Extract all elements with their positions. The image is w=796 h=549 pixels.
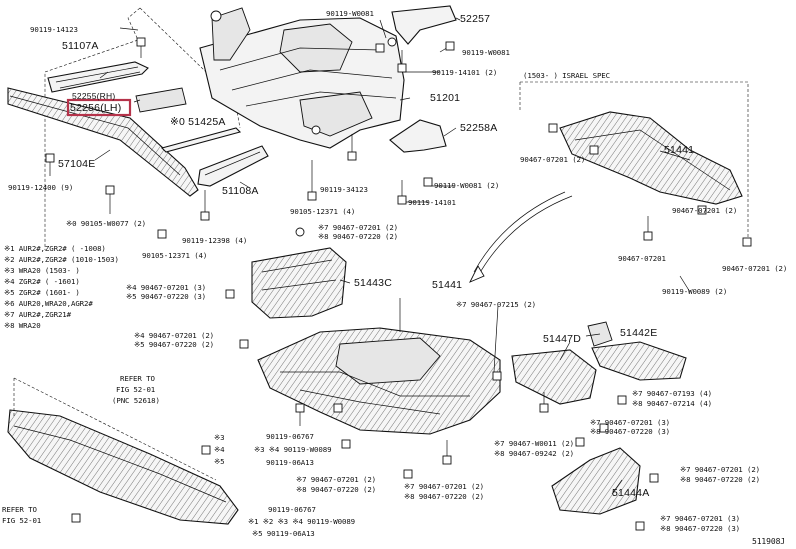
bolt-label[interactable]: 90119-06A13 bbox=[266, 458, 314, 467]
bolt-label[interactable]: ※8 90467-07220 (2) bbox=[318, 232, 399, 241]
part-52255 bbox=[135, 87, 187, 113]
label-52257[interactable]: 52257 bbox=[460, 13, 491, 25]
bolt-label[interactable]: 90105-12371 (4) bbox=[142, 251, 208, 260]
label-51443C[interactable]: 51443C bbox=[354, 277, 392, 289]
label-51442E[interactable]: 51442E bbox=[620, 327, 658, 339]
bolt-label[interactable]: 90119-06767 bbox=[266, 432, 314, 441]
part-51425A bbox=[160, 127, 242, 153]
part-51441-main bbox=[257, 327, 501, 435]
side-mark: ※4 bbox=[214, 445, 225, 454]
bolt-label[interactable]: 90119-12398 (4) bbox=[182, 236, 248, 245]
note-line: ※7 AUR2#,ZGR21# bbox=[4, 310, 71, 319]
bolt-label[interactable]: ※8 90467-07220 (3) bbox=[660, 524, 741, 533]
bolt-label[interactable]: ※8 90467-07220 (2) bbox=[680, 475, 761, 484]
part-52257 bbox=[391, 5, 457, 45]
refer-line: REFER TO bbox=[2, 505, 37, 514]
bolt-label[interactable]: 90119-06767 bbox=[268, 505, 316, 514]
part-51443C bbox=[251, 247, 347, 319]
label-52255-rh[interactable]: 52255(RH) bbox=[72, 91, 116, 101]
bolt-label[interactable]: 90119-14101 (2) bbox=[432, 68, 498, 77]
label-51201[interactable]: 51201 bbox=[430, 92, 461, 104]
part-51108A bbox=[197, 145, 269, 187]
refer-line: FIG 52-01 bbox=[116, 385, 156, 394]
bolt-label[interactable]: ※5 90119-06A13 bbox=[252, 529, 315, 538]
label-51108A[interactable]: 51108A bbox=[222, 185, 259, 197]
part-52258A bbox=[389, 119, 447, 153]
bolt-label[interactable]: ※4 90467-07201 (3) bbox=[126, 283, 207, 292]
bolt-label[interactable]: ※7 90467-07201 (3) bbox=[660, 514, 741, 523]
bolt-label[interactable]: ※8 90467-07220 (2) bbox=[404, 492, 485, 501]
bolt-label[interactable]: ※7 90467-W0011 (2) bbox=[494, 439, 575, 448]
note-line: ※4 ZGR2# ( -1601) bbox=[4, 277, 80, 286]
part-51442E bbox=[587, 321, 687, 381]
bolt-label[interactable]: ※8 90467-07214 (4) bbox=[632, 399, 713, 408]
leader-lines bbox=[94, 17, 691, 495]
bolt-label[interactable]: 90119-W0089 (2) bbox=[662, 287, 728, 296]
label-51441[interactable]: 51441 bbox=[432, 279, 463, 291]
note-line: ※3 WRA20 (1503- ) bbox=[4, 266, 80, 275]
figure-code: 511908J bbox=[752, 537, 786, 546]
label-51444A[interactable]: 51444A bbox=[612, 487, 650, 499]
bolt-label[interactable]: ※7 90467-07201 (2) bbox=[404, 482, 485, 491]
bolt-label[interactable]: ※7 90467-07215 (2) bbox=[456, 300, 537, 309]
note-line: ※8 WRA20 bbox=[4, 321, 41, 330]
bolt-label[interactable]: ※7 90467-07193 (4) bbox=[632, 389, 713, 398]
bolt-label[interactable]: ※3 ※4 90119-W0089 bbox=[254, 445, 332, 454]
part-51447D bbox=[511, 349, 597, 405]
bolt-label[interactable]: 90119-W0081 (2) bbox=[434, 181, 500, 190]
refer-line: REFER TO bbox=[120, 374, 155, 383]
label-57104E[interactable]: 57104E bbox=[58, 158, 96, 170]
part-51441-israel bbox=[559, 111, 743, 205]
note-line: ※2 AUR2#,ZGR2# (1010-1503) bbox=[4, 255, 119, 264]
part-51444A bbox=[551, 447, 641, 515]
note-line: ※5 ZGR2# (1601- ) bbox=[4, 288, 80, 297]
bolt-label[interactable]: 90467-07201 (2) bbox=[672, 206, 738, 215]
part-57104E bbox=[7, 87, 199, 197]
bolt-label[interactable]: ※8 90467-07220 (2) bbox=[296, 485, 377, 494]
bolt-label[interactable]: ※8 90467-09242 (2) bbox=[494, 449, 575, 458]
bolt-label[interactable]: ※7 90467-07201 (3) bbox=[590, 418, 671, 427]
bolt-label[interactable]: ※7 90467-07201 (2) bbox=[318, 223, 399, 232]
bolt-label[interactable]: 90119-W0081 bbox=[326, 9, 374, 18]
bolt-label[interactable]: ※5 90467-07220 (3) bbox=[126, 292, 207, 301]
bolt-label[interactable]: 90119-12400 (9) bbox=[8, 183, 74, 192]
bolt-label[interactable]: ※4 90467-07201 (2) bbox=[134, 331, 215, 340]
bolt-label[interactable]: ※7 90467-07201 (2) bbox=[296, 475, 377, 484]
bolt-label[interactable]: 90119-14123 bbox=[30, 25, 78, 34]
label-52258A[interactable]: 52258A bbox=[460, 122, 498, 134]
bolt-label[interactable]: ※5 90467-07220 (2) bbox=[134, 340, 215, 349]
note-line: ※6 AUR20,WRA20,AGR2# bbox=[4, 299, 93, 308]
label-52256-lh[interactable]: 52256(LH) bbox=[70, 102, 122, 114]
label-51447D[interactable]: 51447D bbox=[543, 333, 581, 345]
label-51425A[interactable]: ※0 51425A bbox=[170, 116, 226, 128]
side-mark: ※5 bbox=[214, 457, 225, 466]
fasteners bbox=[45, 37, 752, 531]
israel-spec-label: (1503- ) ISRAEL SPEC bbox=[523, 71, 610, 80]
side-mark: ※3 bbox=[214, 433, 225, 442]
bolt-label[interactable]: ※8 90467-07220 (3) bbox=[590, 427, 671, 436]
bolt-label[interactable]: 90119-34123 bbox=[320, 185, 368, 194]
bolt-label[interactable]: ※7 90467-07201 (2) bbox=[680, 465, 761, 474]
bolt-label[interactable]: 90119-14101 bbox=[408, 198, 456, 207]
refer-line: (PNC 52618) bbox=[112, 396, 160, 405]
bolt-label[interactable]: 90105-12371 (4) bbox=[290, 207, 356, 216]
bolt-label[interactable]: ※1 ※2 ※3 ※4 90119-W0089 bbox=[248, 517, 356, 526]
bolt-label[interactable]: 90467-07201 bbox=[618, 254, 666, 263]
label-51441-israel[interactable]: 51441 bbox=[664, 144, 695, 156]
bolt-label[interactable]: 90467-07201 (2) bbox=[520, 155, 586, 164]
note-line: ※1 AUR2#,ZGR2# ( -1008) bbox=[4, 244, 106, 253]
label-51107A[interactable]: 51107A bbox=[62, 40, 99, 52]
bolt-label[interactable]: 90119-W0081 bbox=[462, 48, 510, 57]
refer-line: FIG 52-01 bbox=[2, 516, 42, 525]
bolt-label[interactable]: ※0 90105-W0077 (2) bbox=[66, 219, 147, 228]
part-bumper-absorber bbox=[7, 409, 239, 525]
bolt-label[interactable]: 90467-07201 (2) bbox=[722, 264, 788, 273]
part-51201 bbox=[199, 7, 405, 149]
